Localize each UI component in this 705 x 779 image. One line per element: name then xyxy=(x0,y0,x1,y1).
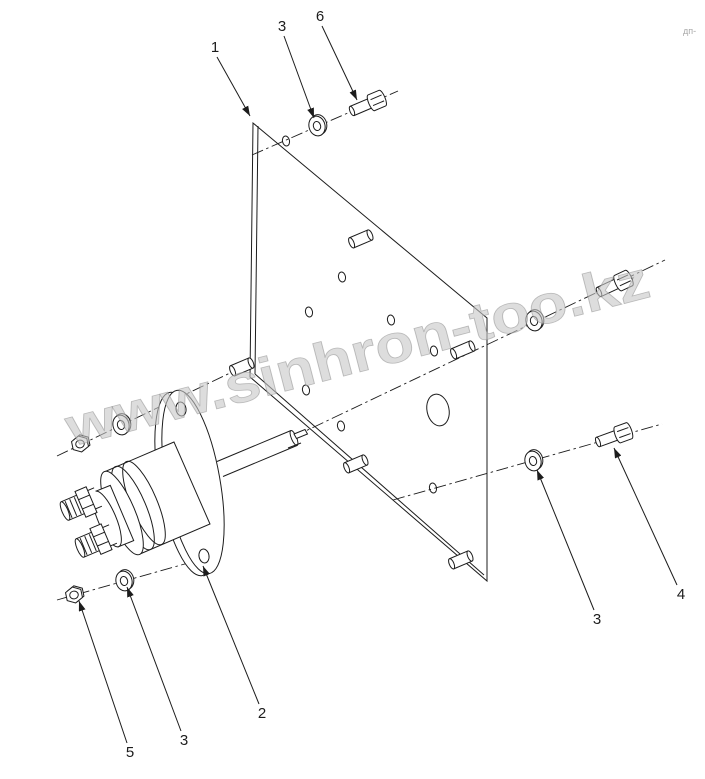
leader-3-bottom xyxy=(126,586,182,732)
plate-outline xyxy=(249,121,488,583)
solenoid xyxy=(59,389,309,577)
plate-hole xyxy=(304,306,314,318)
callout-3-right: 3 xyxy=(593,611,601,628)
plate-hole xyxy=(429,345,439,357)
leader-1 xyxy=(216,56,251,117)
washer-top xyxy=(305,112,330,139)
terminal-nut xyxy=(89,523,113,555)
washer-bottom-left xyxy=(112,567,137,594)
plate-hole xyxy=(336,420,346,432)
callout-1: 1 xyxy=(211,39,219,56)
centerline-left xyxy=(56,361,254,457)
plate-hole xyxy=(386,314,396,326)
corner-mark: дп- xyxy=(683,26,696,36)
leader-6 xyxy=(321,25,358,101)
callout-4: 4 xyxy=(677,586,685,603)
watermark-text: www.sinhron-too.kz xyxy=(58,250,655,459)
plate-hole xyxy=(301,384,311,396)
plate-thickness-left xyxy=(254,125,259,375)
callout-6: 6 xyxy=(316,8,324,25)
leader-3-top xyxy=(283,35,315,119)
bolt-right xyxy=(592,421,635,452)
mounting-plate xyxy=(227,121,488,583)
centerline-plunger-axis xyxy=(292,259,666,438)
plate-hole xyxy=(337,271,347,283)
callouts: 1 3 6 4 3 2 3 5 xyxy=(78,8,685,761)
leader-4 xyxy=(613,447,678,586)
leader-5 xyxy=(78,600,128,744)
leader-3-right xyxy=(536,469,595,611)
terminal-nut xyxy=(74,486,98,518)
plate-large-hole xyxy=(426,393,450,427)
plunger xyxy=(216,428,309,477)
callout-5: 5 xyxy=(126,744,134,761)
bolt-top xyxy=(346,88,389,121)
stud xyxy=(346,228,375,250)
leader-2 xyxy=(202,565,260,705)
callout-2: 2 xyxy=(258,705,266,722)
plate-thickness-bottom xyxy=(254,373,485,576)
callout-3-top: 3 xyxy=(278,18,286,35)
plate-hole xyxy=(428,482,438,494)
washer-right xyxy=(521,447,546,474)
callout-3-bottom: 3 xyxy=(180,732,188,749)
flange-hole-top xyxy=(175,401,187,417)
nut-bottom-left xyxy=(63,583,86,606)
plunger-pin xyxy=(293,428,309,440)
plate-holes xyxy=(281,135,450,494)
terminal-stud-lower xyxy=(74,523,118,558)
plate-hole xyxy=(281,135,291,147)
terminal-stud-upper xyxy=(59,486,103,521)
flange-hole-bottom xyxy=(198,548,210,564)
